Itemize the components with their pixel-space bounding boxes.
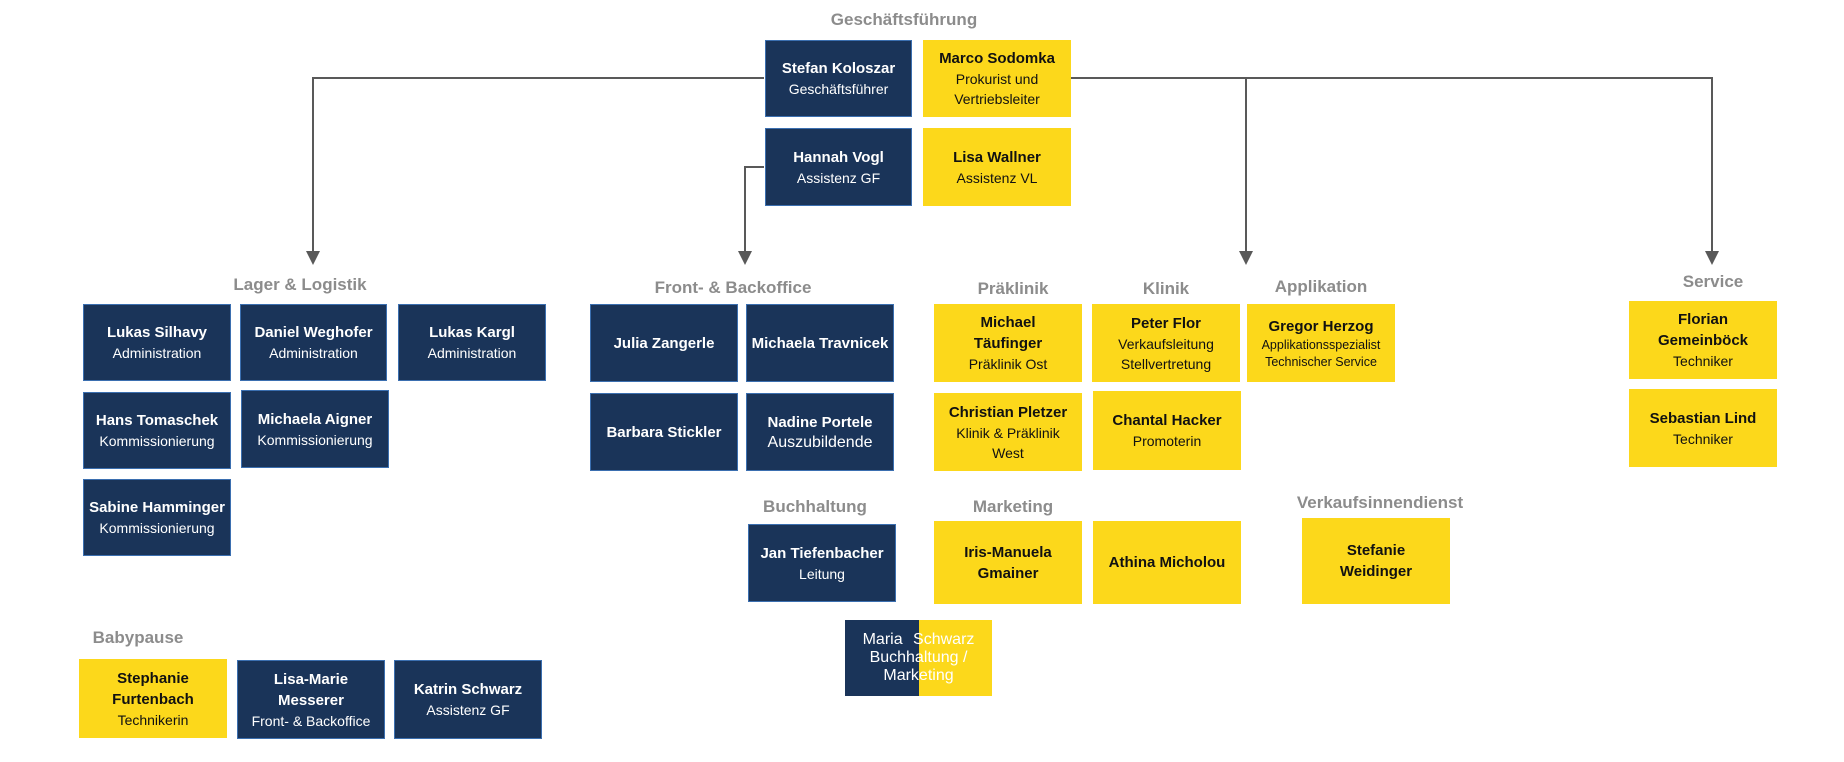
person-role: Promoterin xyxy=(1132,433,1202,449)
person-role: Front- & Backoffice xyxy=(251,712,371,729)
person-role: Assistenz GF xyxy=(796,169,881,186)
person-name: Katrin Schwarz xyxy=(413,681,523,698)
person-card-gmainer: Iris-Manuela Gmainer xyxy=(934,521,1082,604)
person-name: Chantal Hacker xyxy=(1112,412,1222,429)
person-card-gemeinboeck: Florian Gemeinböck Techniker xyxy=(1629,301,1777,379)
person-name: Jan Tiefenbacher xyxy=(760,544,884,562)
person-role: Auszubildende xyxy=(767,433,873,451)
person-card-tomaschek: Hans Tomaschek Kommissionierung xyxy=(83,392,231,469)
connector-main-right xyxy=(1071,77,1719,265)
person-name: Iris-Manuela Gmainer xyxy=(964,543,1052,582)
person-role: Prokurist und Vertriebsleiter xyxy=(954,71,1040,107)
person-name: Hans Tomaschek xyxy=(95,412,219,429)
person-card-tiefenbacher: Jan Tiefenbacher Leitung xyxy=(748,524,896,602)
person-card-herzog: Gregor Herzog Applikationsspezialist Tec… xyxy=(1247,304,1395,382)
person-role: Administration xyxy=(427,345,517,361)
person-name: Daniel Weghofer xyxy=(254,324,373,341)
person-card-maria-schwarz: Maria Schwarz Buchhaltung / Marketing xyxy=(845,620,992,696)
person-role: Verkaufsleitung Stellvertretung xyxy=(1118,335,1214,372)
person-role: Leitung xyxy=(799,565,845,582)
person-name: Christian Pletzer xyxy=(948,403,1068,421)
section-applikation: Applikation xyxy=(1274,277,1368,296)
person-name: Stephanie Furtenbach xyxy=(112,669,194,708)
section-front-backoffice: Front- & Backoffice xyxy=(654,278,812,297)
section-geschaeftsfuehrung: Geschäftsführung xyxy=(830,10,978,29)
person-name: Maria Schwarz xyxy=(862,631,975,648)
person-role: Präklinik Ost xyxy=(968,356,1048,372)
person-card-messerer: Lisa-Marie Messerer Front- & Backoffice xyxy=(237,660,385,739)
person-role: Kommissionierung xyxy=(257,431,373,448)
person-name: Marco Sodomka xyxy=(939,50,1055,67)
person-card-hamminger: Sabine Hamminger Kommissionierung xyxy=(83,479,231,556)
person-role: Techniker xyxy=(1673,353,1733,369)
section-praeklinik: Präklinik xyxy=(977,279,1049,298)
person-role: Geschäftsführer xyxy=(788,81,889,97)
person-card-micholou: Athina Micholou xyxy=(1093,521,1241,604)
person-card-silhavy: Lukas Silhavy Administration xyxy=(83,304,231,381)
person-role: Assistenz VL xyxy=(956,169,1038,186)
person-card-taeufinger: Michael Täufinger Präklinik Ost xyxy=(934,304,1082,382)
person-card-kargl: Lukas Kargl Administration xyxy=(398,304,546,381)
person-name: Athina Micholou xyxy=(1108,554,1226,571)
person-card-katrin-schwarz: Katrin Schwarz Assistenz GF xyxy=(394,660,542,739)
person-name: Nadine Portele xyxy=(767,413,873,431)
person-role: Assistenz GF xyxy=(426,702,510,718)
person-name: Hannah Vogl xyxy=(793,148,884,166)
person-name: Lukas Silhavy xyxy=(106,324,208,341)
person-card-travnicek: Michaela Travnicek xyxy=(746,304,894,382)
person-role: Kommissionierung xyxy=(99,520,215,536)
person-name: Sabine Hamminger xyxy=(89,499,225,516)
person-card-portele: Nadine Portele Auszubildende xyxy=(746,393,894,471)
person-name: Michaela Travnicek xyxy=(751,334,889,352)
person-card-lind: Sebastian Lind Techniker xyxy=(1629,389,1777,467)
person-role: Techniker xyxy=(1673,430,1733,447)
card-text: Maria Schwarz Buchhaltung / Marketing xyxy=(845,620,992,696)
section-service: Service xyxy=(1682,272,1744,291)
person-name: Lisa-Marie Messerer xyxy=(273,670,349,709)
person-role: Technikerin xyxy=(117,711,189,728)
person-name: Gregor Herzog xyxy=(1268,317,1374,335)
section-lager-logistik: Lager & Logistik xyxy=(233,275,367,294)
person-card-furtenbach: Stephanie Furtenbach Technikerin xyxy=(79,659,227,738)
person-name: Barbara Stickler xyxy=(606,423,722,441)
person-card-wallner: Lisa Wallner Assistenz VL xyxy=(923,128,1071,206)
person-card-weghofer: Daniel Weghofer Administration xyxy=(240,304,387,381)
person-name: Sebastian Lind xyxy=(1649,409,1757,427)
connector-main-left xyxy=(306,77,764,265)
person-name: Lukas Kargl xyxy=(429,324,515,341)
person-name: Michaela Aigner xyxy=(257,410,373,428)
person-name: Peter Flor xyxy=(1130,314,1202,332)
person-name: Stefan Koloszar xyxy=(781,60,896,77)
section-marketing: Marketing xyxy=(972,497,1054,516)
person-card-hacker: Chantal Hacker Promoterin xyxy=(1093,391,1241,470)
person-card-aigner: Michaela Aigner Kommissionierung xyxy=(241,390,389,468)
card-half-yellow xyxy=(918,620,992,696)
person-role: Buchhaltung / Marketing xyxy=(869,649,968,684)
person-name: Julia Zangerle xyxy=(613,334,715,352)
person-card-stickler: Barbara Stickler xyxy=(590,393,738,471)
person-card-weidinger: Stefanie Weidinger xyxy=(1302,518,1450,604)
person-card-zangerle: Julia Zangerle xyxy=(590,304,738,382)
person-card-vogl: Hannah Vogl Assistenz GF xyxy=(765,128,912,206)
person-card-pletzer: Christian Pletzer Klinik & Präklinik Wes… xyxy=(934,393,1082,471)
person-card-flor: Peter Flor Verkaufsleitung Stellvertretu… xyxy=(1092,304,1240,382)
person-name: Florian Gemeinböck xyxy=(1657,311,1749,349)
person-role: Applikationsspezialist Technischer Servi… xyxy=(1261,337,1381,369)
person-role: Administration xyxy=(112,345,202,361)
section-verkaufsinnendienst: Verkaufsinnendienst xyxy=(1296,493,1464,512)
connector-front-office xyxy=(738,166,764,265)
section-klinik: Klinik xyxy=(1142,279,1190,298)
person-role: Klinik & Präklinik West xyxy=(956,424,1060,461)
person-name: Stefanie Weidinger xyxy=(1339,542,1413,580)
person-role: Kommissionierung xyxy=(99,433,215,449)
person-name: Michael Täufinger xyxy=(973,314,1043,352)
card-half-navy xyxy=(845,620,919,696)
person-name: Lisa Wallner xyxy=(953,148,1041,166)
person-card-sodomka: Marco Sodomka Prokurist und Vertriebslei… xyxy=(923,40,1071,117)
person-card-koloszar: Stefan Koloszar Geschäftsführer xyxy=(765,40,912,117)
section-babypause: Babypause xyxy=(92,628,184,647)
section-buchhaltung: Buchhaltung xyxy=(763,497,867,516)
person-role: Administration xyxy=(269,345,358,361)
